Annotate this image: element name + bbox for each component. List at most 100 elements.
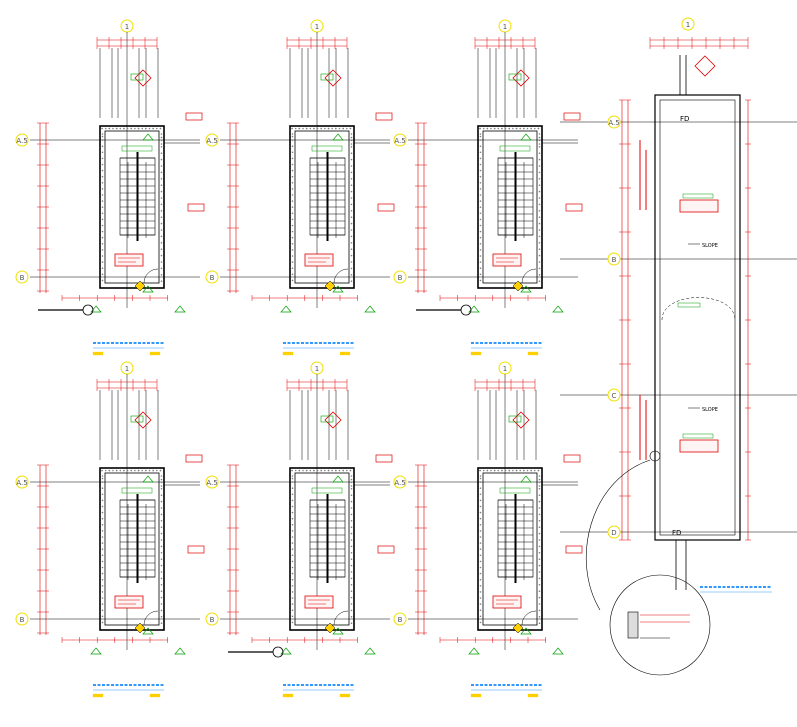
wall-hatch — [538, 235, 541, 238]
grid-axis-bubble — [393, 612, 407, 626]
door-swing — [333, 268, 349, 284]
wall-hatch — [160, 210, 163, 212]
grid-axis-bubble — [205, 270, 219, 284]
section-outline — [654, 94, 741, 541]
wall-hatch — [479, 487, 482, 490]
level-marker — [468, 647, 480, 655]
wall-hatch — [101, 127, 103, 130]
wall-hatch — [538, 210, 541, 212]
wall-hatch — [291, 200, 294, 202]
stair-wall-inner — [294, 130, 350, 284]
wall-hatch — [479, 469, 481, 472]
scale-tag — [470, 693, 482, 698]
slope-label: SLOPE — [702, 407, 718, 413]
grid-axis-label: A.5 — [206, 137, 217, 145]
level-tag — [508, 415, 522, 423]
wall-hatch — [101, 591, 104, 593]
wall-hatch — [302, 469, 304, 472]
wall-hatch — [101, 169, 104, 172]
wall-hatch — [538, 152, 541, 154]
wall-hatch — [137, 469, 140, 472]
grid-axis-label: A.5 — [608, 119, 619, 127]
wall-hatch — [324, 127, 326, 130]
wall-hatch — [538, 558, 541, 560]
wall-hatch — [479, 566, 482, 569]
wall-hatch — [350, 274, 353, 276]
level-tag — [130, 415, 144, 423]
wall-hatch — [291, 621, 294, 624]
side-tag — [375, 112, 393, 121]
wall-hatch — [160, 622, 163, 624]
wall-hatch — [479, 261, 482, 263]
wall-hatch — [350, 520, 353, 522]
wall-hatch — [101, 572, 104, 575]
wall-hatch — [291, 163, 294, 166]
wall-hatch — [291, 218, 294, 221]
wall-hatch — [291, 554, 294, 557]
wall-hatch — [479, 206, 482, 208]
landing-label — [499, 145, 531, 152]
wall-hatch — [515, 127, 518, 130]
wall-hatch — [538, 507, 541, 509]
wall-hatch — [145, 127, 147, 130]
wall-hatch — [350, 526, 353, 528]
wall-hatch — [350, 564, 353, 567]
wall-hatch — [479, 615, 482, 618]
scale-tag — [149, 351, 161, 356]
wall-hatch — [479, 212, 482, 215]
wall-hatch — [291, 572, 294, 575]
wall-hatch — [526, 127, 529, 130]
level-marker — [364, 305, 376, 313]
wall-hatch — [508, 127, 511, 130]
wall-hatch — [346, 469, 348, 472]
wall-hatch — [350, 190, 353, 193]
wall-hatch — [349, 469, 352, 472]
fd-label-top: FD — [680, 115, 689, 123]
wall-hatch — [291, 279, 294, 282]
wall-hatch — [538, 577, 541, 580]
door-swing — [521, 268, 537, 284]
wall-hatch — [349, 127, 352, 130]
wall-hatch — [350, 603, 353, 605]
wall-hatch — [160, 577, 163, 580]
wall-hatch — [350, 571, 353, 573]
wall-hatch — [350, 577, 353, 580]
level-marker — [520, 627, 532, 635]
wall-hatch — [538, 184, 541, 186]
wall-hatch — [305, 469, 308, 472]
wall-hatch — [486, 469, 489, 472]
wall-hatch — [519, 469, 521, 472]
wall-hatch — [538, 584, 541, 586]
wall-hatch — [101, 621, 104, 624]
grid-axis-bubble — [205, 133, 219, 147]
wall-hatch — [479, 621, 482, 624]
wall-hatch — [479, 279, 482, 282]
wall-hatch — [534, 127, 536, 130]
wall-hatch — [479, 255, 482, 257]
landing-tag — [114, 253, 144, 267]
staircase-plan: 1A.5B — [393, 361, 583, 698]
wall-hatch — [538, 143, 541, 145]
grid-axis-bubble — [15, 612, 29, 626]
wall-hatch — [291, 188, 294, 190]
wall-hatch — [156, 127, 158, 130]
wall-hatch — [508, 469, 511, 472]
wall-hatch — [291, 212, 294, 215]
wall-hatch — [538, 274, 541, 276]
detail-diamond — [324, 411, 342, 429]
wall-hatch — [160, 248, 163, 250]
wall-hatch — [320, 469, 323, 472]
wall-hatch — [101, 560, 104, 563]
wall-hatch — [101, 273, 104, 276]
grid-axis-bubble — [607, 388, 621, 402]
wall-hatch — [350, 513, 353, 516]
wall-hatch — [538, 165, 541, 167]
level-marker — [90, 647, 102, 655]
wall-hatch — [101, 517, 104, 520]
wall-hatch — [160, 507, 163, 509]
level-marker — [332, 475, 344, 483]
wall-hatch — [160, 584, 163, 586]
wall-hatch — [291, 609, 294, 611]
section-tag — [679, 199, 719, 213]
